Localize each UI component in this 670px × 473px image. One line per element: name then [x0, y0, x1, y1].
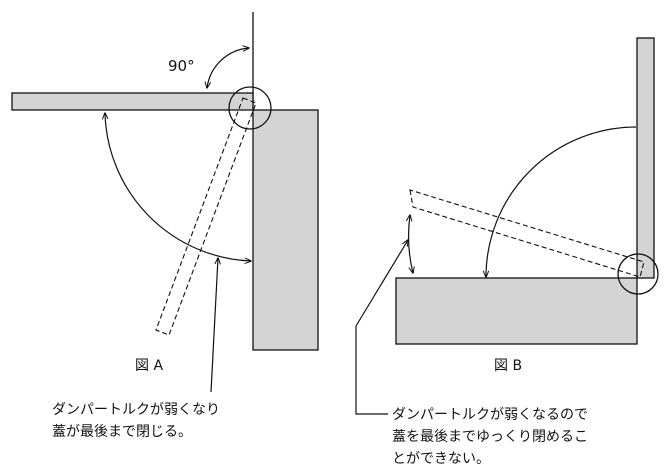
lid-closing-dashed [155, 97, 257, 336]
lid-swing-arc [105, 113, 251, 261]
note-b-line1: ダンパートルクが弱くなるので [392, 407, 588, 423]
caption-b: 図 B [494, 358, 522, 374]
note-a-line1: ダンパートルクが弱くなり [52, 402, 220, 418]
cabinet-body-panel [252, 109, 319, 351]
note-b-line3: とができない。 [392, 451, 490, 467]
lid-swing-arc-b [486, 126, 637, 277]
gap-arc-b [409, 215, 413, 273]
note-a-line2: 蓋が最後まで閉じる。 [52, 424, 192, 440]
caption-a: 図 A [135, 358, 163, 374]
angle-90-arc [207, 48, 249, 88]
note-b-line2: 蓋を最後までゆっくり閉めるこ [392, 429, 588, 445]
leader-line-b [355, 240, 408, 415]
leader-line-a [210, 258, 218, 393]
lid-stopped-dashed [409, 189, 645, 278]
diagram-a: 90° 図 A ダンパートルクが弱くなり 蓋が最後まで閉じる。 [11, 12, 319, 440]
diagram-b: 図 B ダンパートルクが弱くなるので 蓋を最後までゆっくり閉めるこ とができない… [355, 37, 659, 467]
lid-open-position [11, 92, 254, 111]
cabinet-base-panel [395, 277, 638, 345]
lid-open-position-b [636, 37, 655, 279]
hinge-circle-b [617, 253, 659, 295]
angle-90-label: 90° [168, 57, 195, 75]
